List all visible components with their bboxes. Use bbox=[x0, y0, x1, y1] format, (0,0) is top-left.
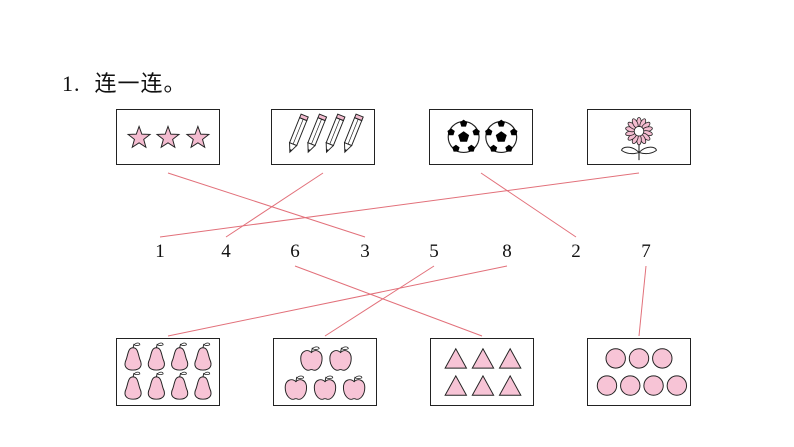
pears-picture bbox=[124, 342, 212, 400]
connection-line bbox=[638, 265, 647, 337]
soccer-balls-picture bbox=[447, 119, 518, 154]
pencil-icon bbox=[325, 113, 346, 154]
star-icon bbox=[126, 124, 152, 149]
exercise-title: 1. 连一连。 bbox=[62, 66, 187, 98]
apple-icon bbox=[342, 375, 366, 400]
triangles-picture bbox=[444, 347, 522, 396]
number-2[interactable]: 2 bbox=[571, 241, 581, 262]
flower-picture bbox=[621, 117, 657, 161]
triangle-icon bbox=[444, 374, 468, 396]
pear-icon bbox=[171, 342, 189, 371]
pencils-picture bbox=[288, 113, 364, 154]
pear-icon bbox=[194, 342, 212, 371]
circle-icon bbox=[666, 375, 688, 396]
number-7[interactable]: 7 bbox=[641, 241, 651, 262]
pencil-icon bbox=[343, 113, 364, 154]
apples-box[interactable] bbox=[273, 338, 377, 406]
flower-icon bbox=[621, 117, 657, 161]
pear-icon bbox=[124, 342, 142, 371]
pencil-icon bbox=[288, 113, 309, 154]
flower-box[interactable] bbox=[587, 109, 691, 165]
triangle-icon bbox=[471, 347, 495, 369]
triangle-icon bbox=[498, 347, 522, 369]
connection-line bbox=[167, 172, 366, 238]
stars-picture bbox=[126, 124, 211, 149]
triangles-box[interactable] bbox=[430, 338, 534, 406]
pear-icon bbox=[147, 342, 165, 371]
number-1[interactable]: 1 bbox=[155, 241, 165, 262]
circle-icon bbox=[652, 348, 673, 369]
connection-line bbox=[324, 265, 435, 337]
connection-line bbox=[480, 172, 577, 238]
apple-icon bbox=[313, 375, 337, 400]
apple-icon bbox=[329, 346, 352, 371]
circle-icon bbox=[596, 375, 618, 396]
soccer-ball-icon bbox=[485, 119, 518, 154]
number-8[interactable]: 8 bbox=[502, 241, 512, 262]
circle-icon bbox=[605, 348, 626, 369]
connection-line bbox=[167, 265, 508, 337]
circles-box[interactable] bbox=[587, 338, 691, 406]
connection-line bbox=[159, 172, 640, 238]
exercise-number: 1. bbox=[62, 71, 81, 96]
apples-picture bbox=[284, 346, 366, 400]
apple-icon bbox=[284, 375, 308, 400]
pencils-box[interactable] bbox=[271, 109, 375, 165]
apple-icon bbox=[300, 346, 323, 371]
pear-icon bbox=[147, 371, 165, 400]
pear-icon bbox=[124, 371, 142, 400]
triangle-icon bbox=[444, 347, 468, 369]
number-5[interactable]: 5 bbox=[429, 241, 439, 262]
triangle-icon bbox=[498, 374, 522, 396]
soccer-ball-icon bbox=[447, 119, 480, 154]
number-4[interactable]: 4 bbox=[221, 241, 231, 262]
circles-picture bbox=[596, 348, 688, 396]
soccer-balls-box[interactable] bbox=[429, 109, 533, 165]
number-6[interactable]: 6 bbox=[290, 241, 300, 262]
pear-icon bbox=[194, 371, 212, 400]
stars-box[interactable] bbox=[116, 109, 220, 165]
triangle-icon bbox=[471, 374, 495, 396]
number-3[interactable]: 3 bbox=[360, 241, 370, 262]
connection-line bbox=[294, 265, 483, 337]
circle-icon bbox=[620, 375, 641, 396]
exercise-instruction: 连一连。 bbox=[94, 72, 187, 97]
pencil-icon bbox=[307, 113, 328, 154]
connection-line bbox=[225, 172, 324, 238]
star-icon bbox=[185, 124, 211, 149]
pears-box[interactable] bbox=[116, 338, 220, 406]
pear-icon bbox=[171, 371, 189, 400]
star-icon bbox=[155, 124, 181, 149]
circle-icon bbox=[628, 348, 650, 369]
circle-icon bbox=[643, 375, 664, 396]
